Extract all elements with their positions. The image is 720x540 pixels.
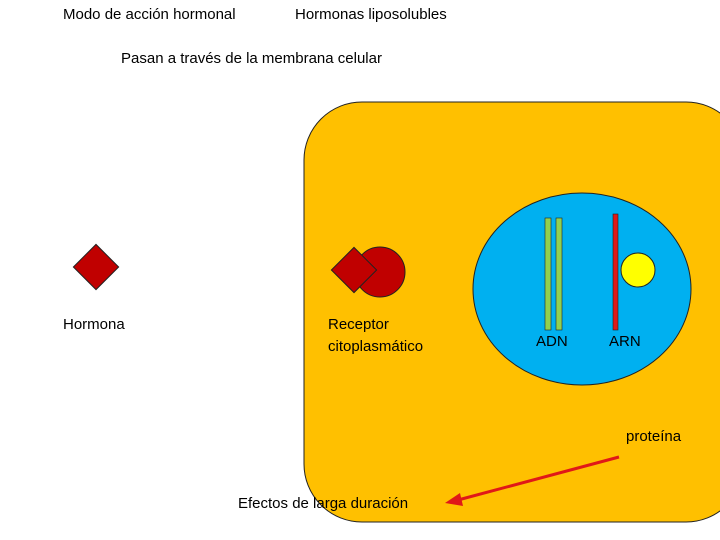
label-receptor: Receptor citoplasmático bbox=[328, 314, 423, 358]
label-rna: ARN bbox=[609, 331, 641, 353]
label-hormone: Hormona bbox=[63, 314, 125, 336]
ribosome bbox=[621, 253, 655, 287]
hormone-shape bbox=[73, 244, 118, 289]
label-dna: ADN bbox=[536, 331, 568, 353]
label-effects: Efectos de larga duración bbox=[238, 493, 408, 515]
rna-strand bbox=[613, 214, 618, 330]
label-receptor-line2: citoplasmático bbox=[328, 336, 423, 358]
label-protein: proteína bbox=[626, 426, 681, 448]
dna-strand-left bbox=[545, 218, 551, 330]
dna-strand-right bbox=[556, 218, 562, 330]
nucleus bbox=[473, 193, 691, 385]
label-receptor-line1: Receptor bbox=[328, 314, 423, 336]
